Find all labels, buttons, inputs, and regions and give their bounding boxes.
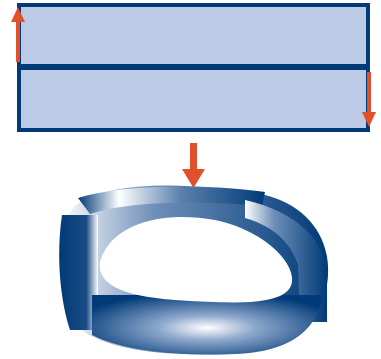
loop-left-band xyxy=(59,215,98,330)
loop-right-band xyxy=(245,200,327,322)
transition-arrow xyxy=(182,143,205,188)
loop-hole xyxy=(99,216,293,303)
up-arrow xyxy=(11,7,25,62)
twisted-loop xyxy=(59,185,329,355)
lower-strip xyxy=(17,66,370,132)
down-arrow xyxy=(362,72,376,127)
loop-top-band xyxy=(78,186,265,214)
upper-strip xyxy=(17,3,370,68)
loop-bottom-band xyxy=(92,295,322,355)
